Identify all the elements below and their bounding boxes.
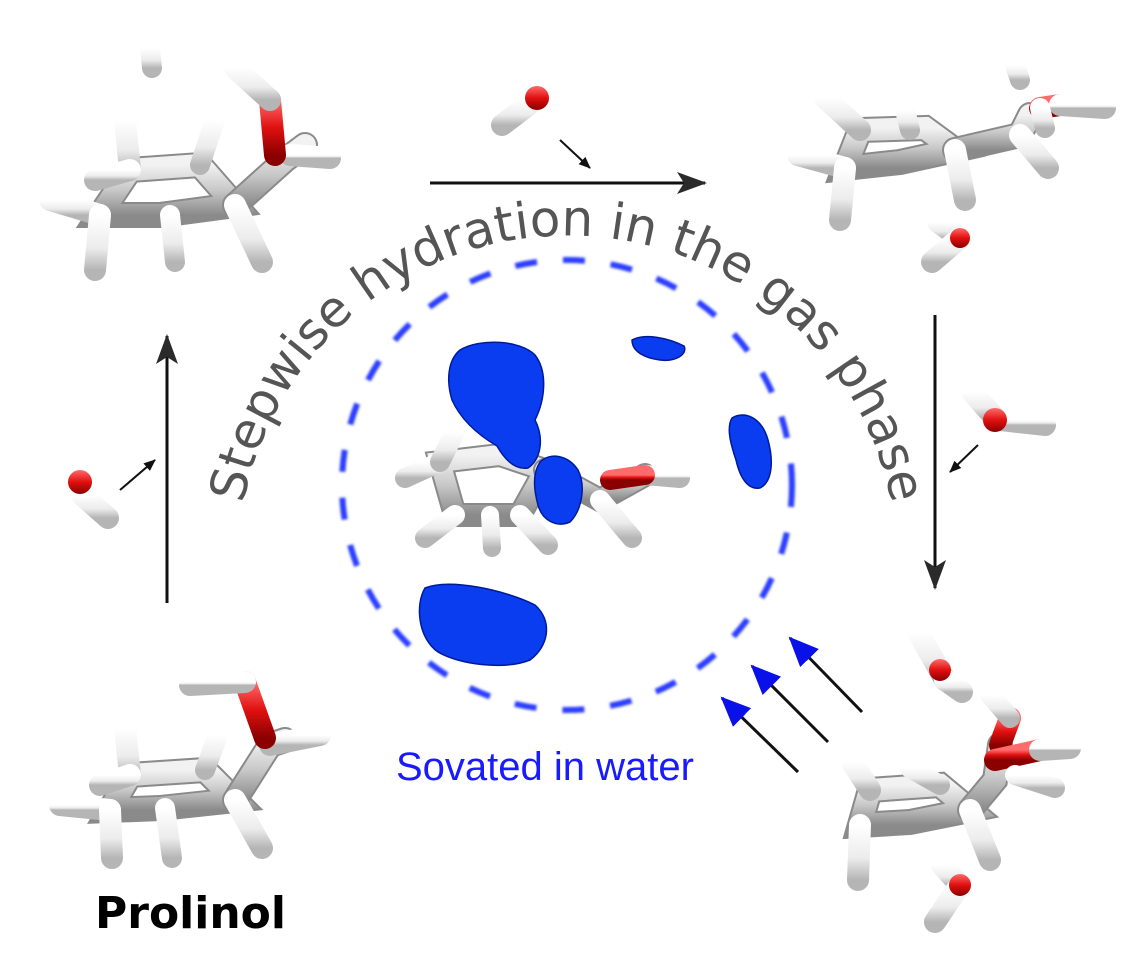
blue-arrow-3 (720, 696, 800, 774)
blue-arrow-1 (788, 636, 864, 714)
free-water-top (491, 86, 589, 136)
solvation-arrows (720, 636, 864, 774)
density-blob-upper-right (631, 335, 686, 362)
blue-arrow-2 (750, 664, 830, 744)
prolinol-water-3-structure (801, 621, 1081, 933)
density-blob-middle (533, 455, 583, 525)
cycle-arrows (119, 139, 979, 603)
density-blob-right (728, 414, 773, 489)
solvation-shell-circle (339, 257, 795, 713)
prolinol-solvated-structure (395, 335, 773, 666)
free-water-right (961, 381, 1056, 436)
solvation-density (418, 335, 773, 666)
small-arrow-top (559, 139, 591, 169)
prolinol-water-1-structure (39, 38, 341, 281)
prolinol-monomer-structure (49, 671, 331, 869)
small-arrow-left (119, 459, 156, 491)
prolinol-water-2-structure (787, 55, 1116, 273)
molecule-name-label: Prolinol (95, 888, 286, 939)
density-blob-top (447, 341, 545, 469)
free-water-left (67, 437, 119, 529)
density-blob-bottom (418, 583, 548, 666)
solvation-label: Sovated in water (396, 745, 694, 789)
small-arrow-right (949, 444, 979, 473)
